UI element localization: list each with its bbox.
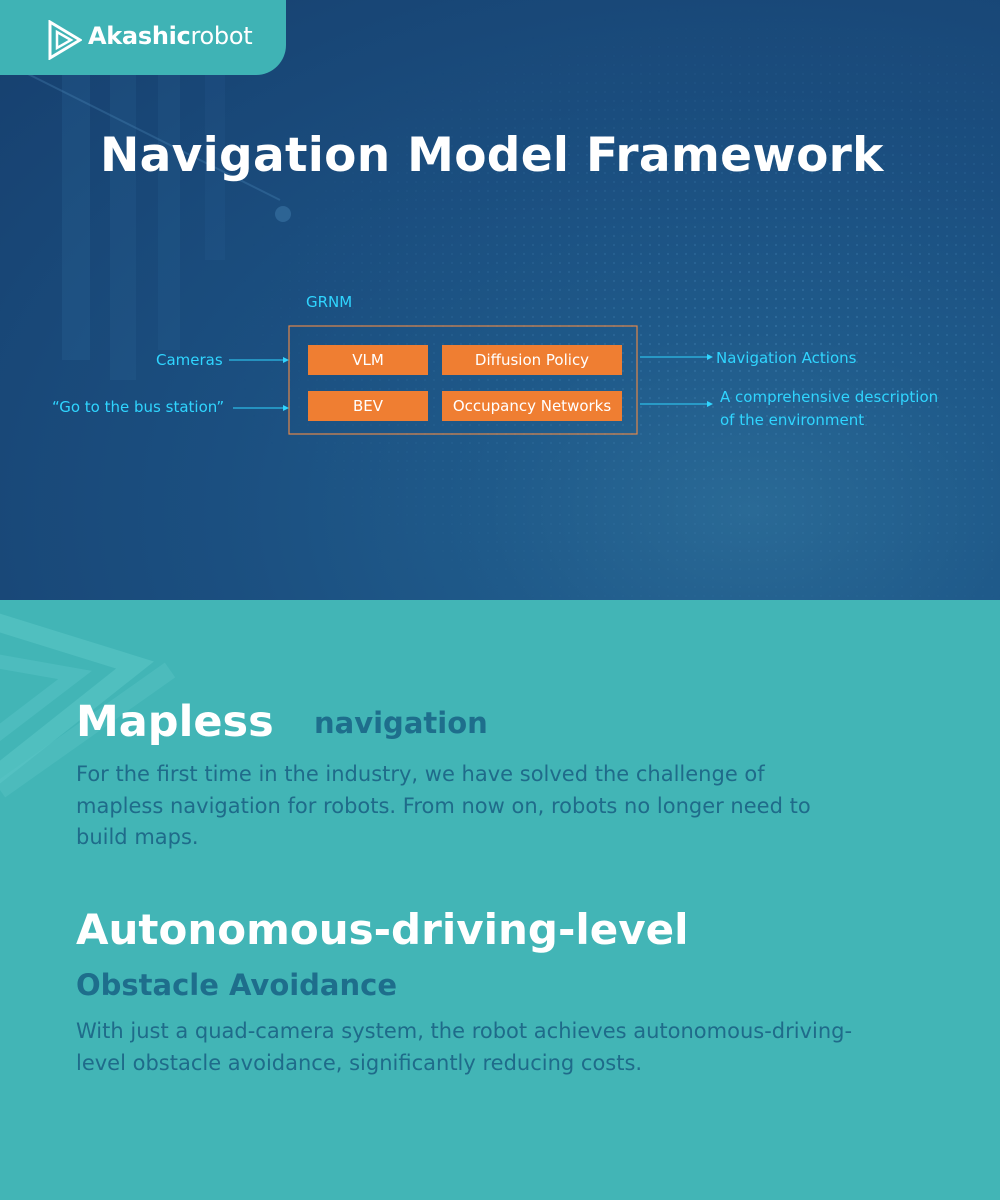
- module-occupancy-networks: Occupancy Networks: [442, 391, 622, 421]
- output-arrow-description: [640, 401, 713, 407]
- background-pattern: [0, 0, 1000, 600]
- module-diffusion-policy: Diffusion Policy: [442, 345, 622, 375]
- module-vlm: VLM: [308, 345, 428, 375]
- body-line: For the first time in the industry, we h…: [76, 762, 765, 786]
- brand-name-light: robot: [190, 22, 253, 50]
- section-mapless-subheading: navigation: [314, 706, 488, 740]
- body-line: level obstacle avoidance, significantly …: [76, 1050, 643, 1075]
- brand-name-bold: Akashic: [88, 22, 191, 50]
- brand-name: Akashicrobot: [88, 22, 253, 50]
- output-description-line2: of the environment: [720, 411, 865, 429]
- section-obstacle-body: With just a quad-camera system, the robo…: [76, 1016, 956, 1079]
- page-title: Navigation Model Framework: [100, 128, 884, 183]
- input-arrow-cameras: [229, 357, 289, 363]
- body-line: build maps.: [76, 825, 199, 849]
- section-obstacle-subheading: Obstacle Avoidance: [76, 968, 398, 1002]
- body-line: With just a quad-camera system, the robo…: [76, 1019, 853, 1043]
- input-instruction: “Go to the bus station”: [52, 398, 225, 416]
- brand-tab: Akashicrobot: [0, 0, 286, 75]
- diagram-container-label: GRNM: [306, 293, 353, 311]
- input-arrow-instruction: [233, 405, 289, 411]
- section-obstacle-heading: Autonomous-driving-level: [76, 905, 689, 954]
- body-line: mapless navigation for robots. From now …: [76, 793, 811, 818]
- output-arrow-actions: [640, 354, 713, 360]
- content-section: Mapless navigation For the first time in…: [0, 600, 1000, 1200]
- output-navigation-actions: Navigation Actions: [716, 349, 857, 367]
- hero-section: Akashicrobot Navigation Model Framework …: [0, 0, 1000, 600]
- module-bev: BEV: [308, 391, 428, 421]
- logo-icon: [48, 20, 82, 60]
- section-mapless-heading: Mapless: [76, 697, 274, 747]
- section-mapless-body: For the first time in the industry, we h…: [76, 759, 956, 854]
- diagram-connectors: [229, 325, 713, 435]
- decorative-triangle-icon: [0, 613, 176, 798]
- output-description-line1: A comprehensive description: [720, 388, 939, 406]
- input-cameras: Cameras: [156, 351, 223, 369]
